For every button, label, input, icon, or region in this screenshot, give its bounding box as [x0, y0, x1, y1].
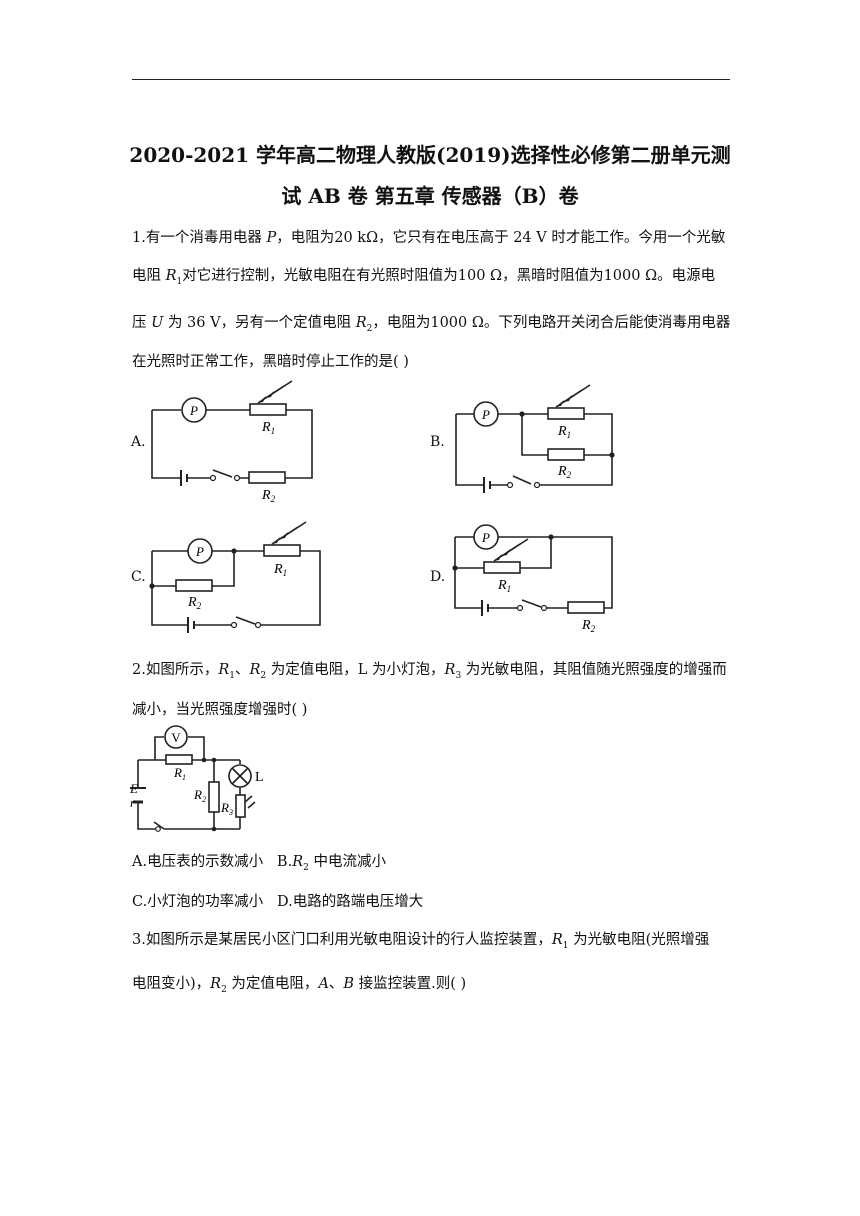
- q3-line2: 电阻变小)，R2 为定值电阻，A、B 接监控装置.则( ): [132, 976, 467, 995]
- doc-title-line1: 2020-2021 学年高二物理人教版(2019)选择性必修第二册单元测: [129, 143, 731, 167]
- q2-options-ab: A.电压表的示数减小 B.R2 中电流减小: [132, 854, 386, 873]
- q1-line4: 在光照时正常工作，黑暗时停止工作的是( ): [132, 354, 409, 370]
- meter-p-label: P: [189, 403, 198, 418]
- r1-label: R1: [273, 562, 287, 578]
- option-a-label: A.: [131, 434, 146, 450]
- q1-line3: 压 U 为 36 V，另有一个定值电阻 R2，电阻为1000 Ω。下列电路开关闭…: [132, 315, 731, 334]
- q1-line2: 电阻 R1对它进行控制，光敏电阻在有光照时阻值为100 Ω，黑暗时阻值为1000…: [132, 268, 716, 287]
- option-d-label: D.: [430, 569, 446, 585]
- r2-label: R2: [557, 464, 572, 480]
- r1-label: R1: [173, 765, 186, 782]
- option-c-label: C.: [131, 569, 146, 585]
- r2-label: R2: [261, 488, 276, 504]
- q1-line1: 1.有一个消毒用电器 P，电阻为20 kΩ，它只有在电压高于 24 V 时才能工…: [132, 230, 726, 246]
- r1-label: R1: [497, 578, 511, 594]
- r1-label: R1: [261, 420, 275, 436]
- meter-p-label: P: [481, 407, 490, 422]
- q2-options-cd: C.小灯泡的功率减小 D.电路的路端电压增大: [132, 894, 424, 910]
- q2-line2: 减小，当光照强度增强时( ): [132, 702, 308, 718]
- doc-title-line2: 试 AB 卷 第五章 传感器（B）卷: [281, 184, 579, 208]
- lamp-label: L: [255, 770, 264, 785]
- internal-resistance-label: r: [130, 795, 136, 810]
- meter-p-label: P: [195, 544, 204, 559]
- meter-p-label: P: [481, 530, 490, 545]
- header-rule: [132, 79, 730, 80]
- r2-label: R2: [187, 595, 202, 611]
- r3-label: R3: [220, 800, 233, 817]
- q2-line1: 2.如图所示，R1、R2 为定值电阻，L 为小灯泡，R3 为光敏电阻，其阻值随光…: [132, 662, 727, 681]
- option-b-label: B.: [430, 434, 445, 450]
- r2-label: R2: [581, 618, 596, 634]
- voltmeter-label: V: [171, 730, 181, 745]
- r1-label: R1: [557, 424, 571, 440]
- q3-line1: 3.如图所示是某居民小区门口利用光敏电阻设计的行人监控装置，R1 为光敏电阻(光…: [132, 932, 710, 951]
- r2-label: R2: [193, 787, 206, 804]
- emf-label: E: [129, 781, 138, 796]
